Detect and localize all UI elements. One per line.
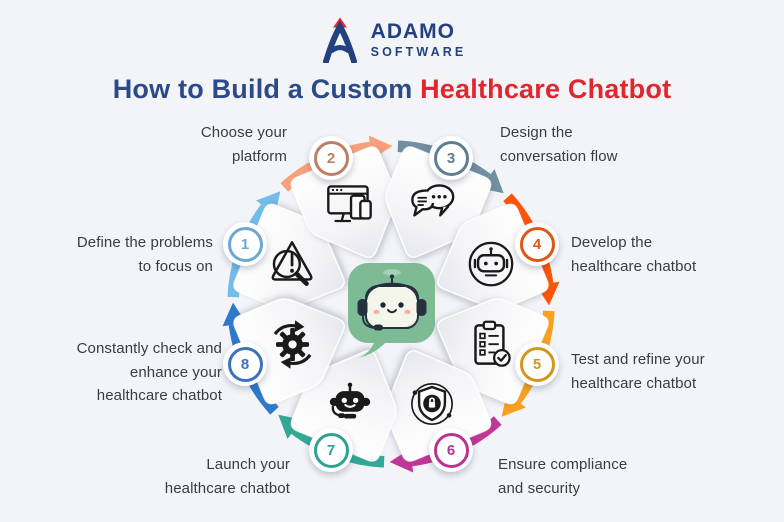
step-badge-8: 8: [223, 342, 267, 386]
step-label-line: Test and refine your: [571, 351, 705, 368]
chatbot-dev-icon: [460, 232, 522, 294]
step-label-line: Develop the: [571, 234, 653, 251]
chatbot-mascot-icon: [348, 263, 435, 358]
step-label-line: healthcare chatbot: [96, 387, 222, 404]
step-badge-4: 4: [515, 222, 559, 266]
step-label-7: Launch your healthcare chatbot: [165, 453, 290, 500]
step-label-line: Launch your: [206, 456, 290, 473]
step-label-4: Develop the healthcare chatbot: [571, 231, 696, 278]
step-badge-ring: 6: [433, 432, 469, 468]
step-label-5: Test and refine your healthcare chatbot: [571, 348, 705, 395]
step-badge-ring: 8: [227, 346, 263, 382]
step-badge-5: 5: [515, 342, 559, 386]
step-badge-2: 2: [309, 136, 353, 180]
step-badge-ring: 3: [433, 140, 469, 176]
step-label-8: Constantly check and enhance your healthca…: [77, 337, 222, 408]
step-number: 8: [240, 355, 250, 373]
step-label-line: conversation flow: [500, 147, 618, 165]
step-number: 5: [532, 355, 542, 373]
step-badge-3: 3: [429, 136, 473, 180]
step-label-line: enhance your: [129, 363, 222, 381]
devices-icon: [319, 173, 381, 235]
test-checklist-icon: [460, 314, 522, 376]
step-number: 3: [446, 149, 456, 167]
step-label-line: Define the problems: [76, 234, 213, 251]
step-number: 4: [532, 235, 542, 253]
step-label-line: healthcare chatbot: [164, 479, 290, 497]
step-badge-ring: 5: [519, 346, 555, 382]
step-label-line: Choose your: [200, 124, 287, 141]
problem-analysis-icon: [260, 232, 322, 294]
step-number: 2: [326, 149, 336, 167]
step-label-line: Design the: [500, 124, 573, 141]
step-label-6: Ensure compliance and security: [498, 453, 627, 500]
brand-header: ADAMO SOFTWARE: [0, 16, 784, 63]
step-label-line: platform: [232, 147, 287, 165]
step-number: 6: [446, 441, 456, 459]
logo-brand: ADAMO: [370, 19, 455, 43]
logo-text: ADAMO SOFTWARE: [371, 21, 467, 59]
step-label-line: Constantly check and: [76, 340, 222, 357]
conversation-icon: [401, 173, 463, 235]
step-label-1: Define the problems to focus on: [77, 231, 213, 278]
logo-subtitle: SOFTWARE: [370, 44, 467, 59]
step-badge-1: 1: [223, 222, 267, 266]
step-label-2: Choose your platform: [201, 121, 287, 168]
step-label-3: Design the conversation flow: [500, 121, 618, 168]
step-badge-7: 7: [309, 428, 353, 472]
step-badge-6: 6: [429, 428, 473, 472]
step-badge-ring: 4: [519, 226, 555, 262]
maintain-gear-icon: [260, 314, 322, 376]
step-label-line: to focus on: [138, 257, 213, 275]
step-label-line: and security: [498, 479, 581, 497]
step-number: 1: [240, 235, 250, 253]
step-badge-ring: 1: [227, 226, 263, 262]
step-label-line: healthcare chatbot: [571, 374, 697, 392]
step-label-line: Ensure compliance: [498, 456, 628, 473]
page-title: How to Build a Custom Healthcare Chatbot: [0, 74, 784, 105]
launch-bot-icon: [319, 373, 381, 435]
step-badge-ring: 7: [313, 432, 349, 468]
title-accent: Healthcare Chatbot: [420, 74, 672, 104]
step-label-line: healthcare chatbot: [571, 257, 697, 275]
security-icon: [401, 373, 463, 435]
step-number: 7: [326, 441, 336, 459]
adamo-logo-icon: [322, 17, 357, 63]
step-badge-ring: 2: [313, 140, 349, 176]
title-primary: How to Build a Custom: [112, 74, 421, 104]
